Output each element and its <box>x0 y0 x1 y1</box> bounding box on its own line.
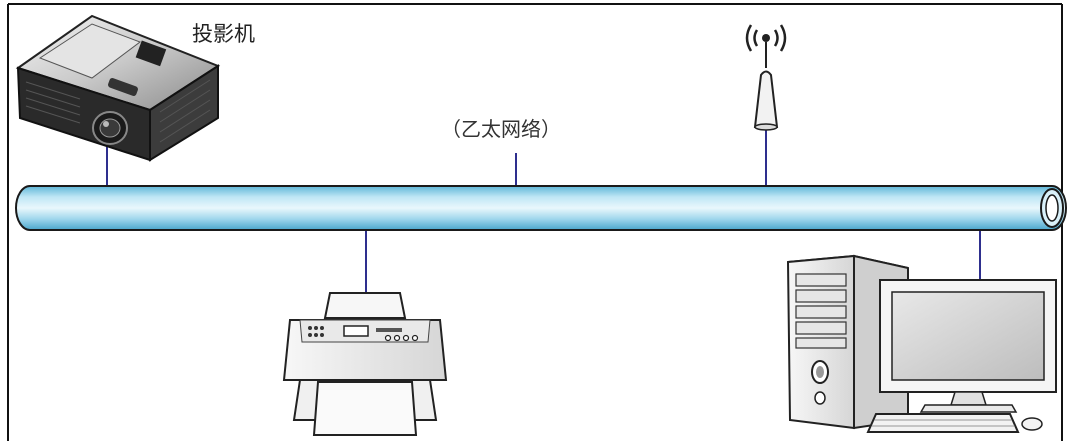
projector-icon <box>15 14 221 162</box>
projector-label: 投影机 <box>192 22 255 46</box>
computer-icon <box>786 254 1057 433</box>
antenna-icon <box>745 24 787 131</box>
connector-lines <box>106 127 981 293</box>
network-label: （乙太网络） <box>441 117 561 141</box>
printer-icon <box>282 292 448 436</box>
ethernet-pipe <box>15 185 1067 231</box>
